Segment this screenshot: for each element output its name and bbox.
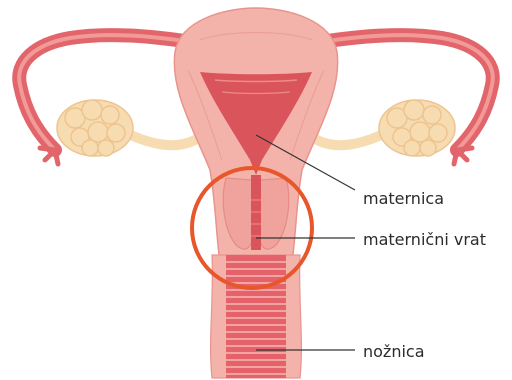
label-cervix: maternični vrat bbox=[363, 230, 486, 249]
vagina bbox=[211, 255, 302, 378]
label-uterus: maternica bbox=[363, 189, 444, 208]
cervix bbox=[223, 175, 289, 250]
ovary-right bbox=[379, 100, 455, 156]
label-vagina: nožnica bbox=[363, 342, 425, 361]
ovary-left bbox=[57, 100, 133, 156]
